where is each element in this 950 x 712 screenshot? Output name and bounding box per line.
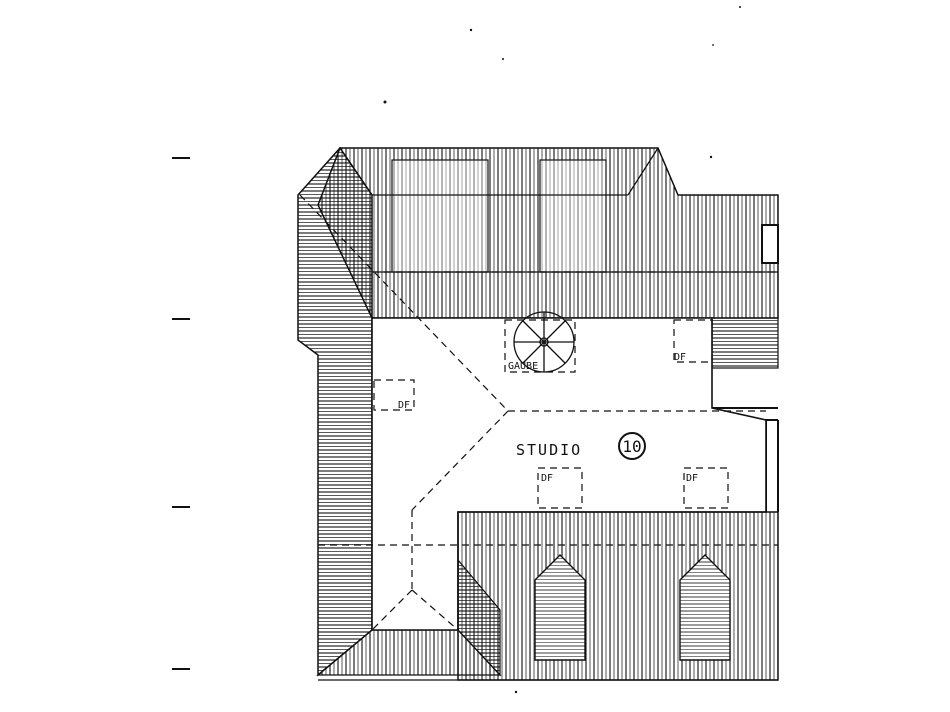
df-label-left: DF xyxy=(398,400,410,411)
ridge-lines xyxy=(299,194,778,631)
scan-specks xyxy=(383,6,741,694)
room-number-badge: 10 xyxy=(618,432,646,460)
room-name-label: STUDIO xyxy=(516,441,582,459)
room-number-label: 10 xyxy=(622,437,641,456)
margin-ticks xyxy=(172,157,190,670)
skylights xyxy=(373,319,729,509)
df-label-center: DF xyxy=(541,473,553,484)
top-roof xyxy=(317,147,779,319)
spiral-staircase xyxy=(504,311,576,373)
df-label-gaube: DF xyxy=(674,352,686,363)
left-roof xyxy=(297,146,502,677)
lower-roof xyxy=(318,511,779,681)
df-label-right: DF xyxy=(686,473,698,484)
gaube-label: GAUBE xyxy=(508,361,538,372)
